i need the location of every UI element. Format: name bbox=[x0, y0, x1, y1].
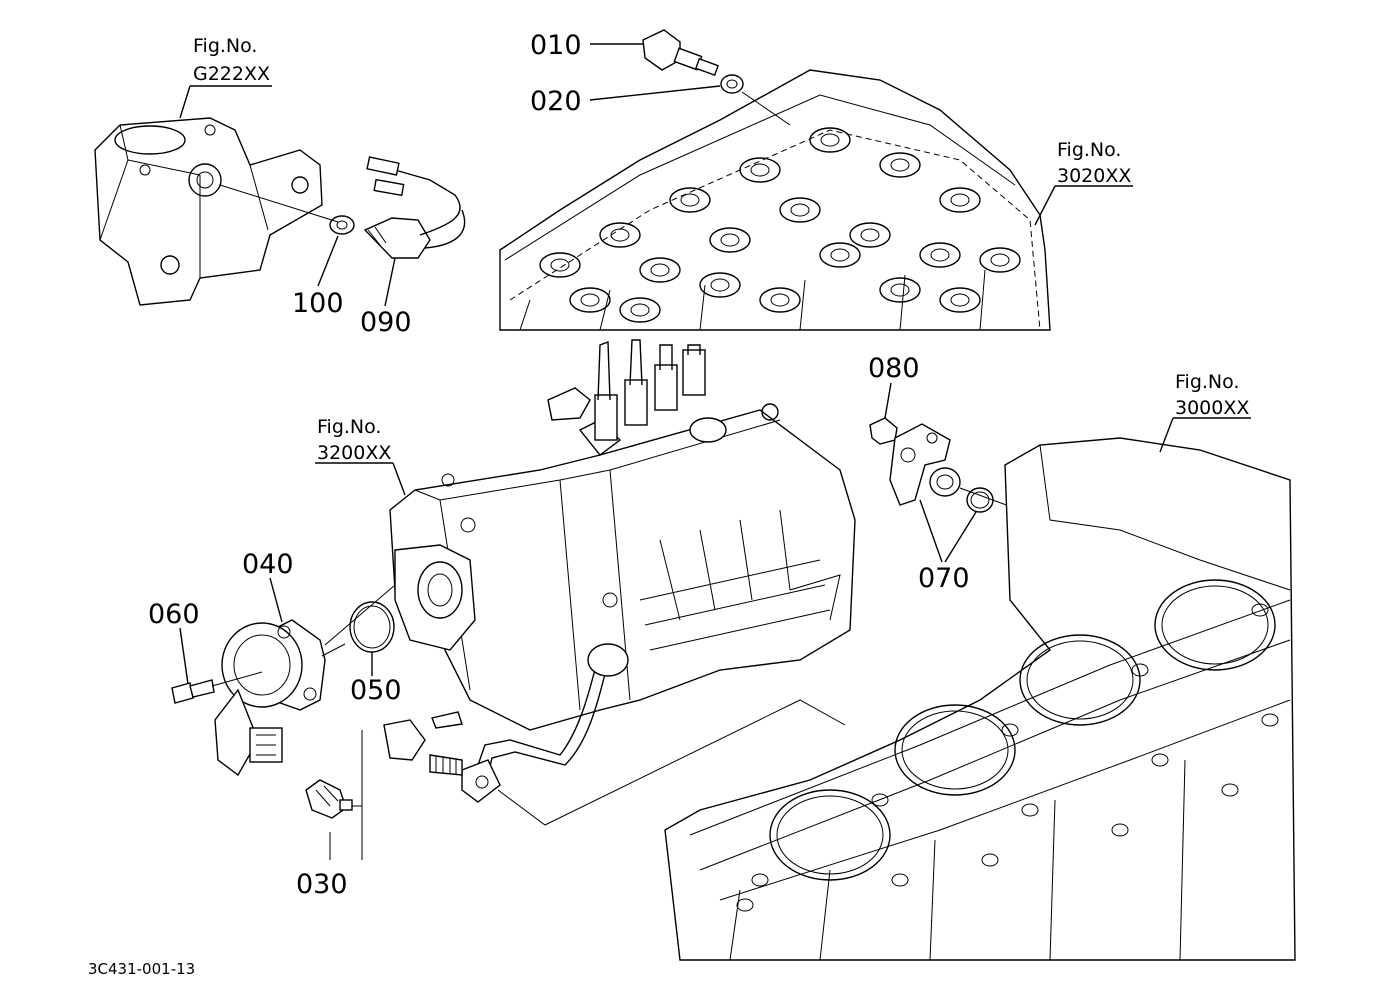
washer-100-shape bbox=[329, 215, 355, 235]
cylinder-head bbox=[499, 69, 1051, 331]
casting-detail bbox=[1111, 823, 1129, 837]
part-number-050: 050 bbox=[350, 675, 402, 706]
casting-detail bbox=[1026, 640, 1134, 720]
casting-detail bbox=[871, 793, 889, 807]
casting-detail bbox=[709, 227, 751, 253]
casting-detail bbox=[610, 228, 630, 242]
washer-020-shape bbox=[720, 74, 744, 94]
casting-detail bbox=[939, 187, 981, 213]
casting-detail bbox=[939, 287, 981, 313]
casting-detail bbox=[630, 303, 650, 317]
part-number-010: 010 bbox=[530, 30, 582, 61]
casting-detail bbox=[1221, 783, 1239, 797]
part-number-060: 060 bbox=[148, 599, 200, 630]
casting-detail bbox=[769, 789, 891, 881]
casting-detail bbox=[820, 133, 840, 147]
casting-detail bbox=[981, 853, 999, 867]
casting-detail bbox=[669, 187, 711, 213]
fig-3200-code: 3200XX bbox=[317, 442, 391, 464]
part-number-100: 100 bbox=[292, 288, 344, 319]
fig-3000-label: Fig.No. bbox=[1175, 371, 1239, 393]
casting-detail bbox=[710, 278, 730, 292]
casting-detail bbox=[879, 152, 921, 178]
fig-3200-label: Fig.No. bbox=[317, 416, 381, 438]
casting-detail bbox=[1019, 634, 1141, 726]
casting-detail bbox=[580, 293, 600, 307]
part-number-080: 080 bbox=[868, 353, 920, 384]
casting-detail bbox=[890, 158, 910, 172]
casting-detail bbox=[1154, 579, 1276, 671]
part-number-020: 020 bbox=[530, 86, 582, 117]
casting-detail bbox=[699, 272, 741, 298]
casting-detail bbox=[879, 277, 921, 303]
casting-detail bbox=[599, 222, 641, 248]
casting-detail bbox=[830, 248, 850, 262]
casting-detail bbox=[979, 247, 1021, 273]
casting-detail bbox=[1161, 585, 1269, 665]
bolt-060-shape bbox=[171, 679, 215, 704]
casting-detail bbox=[1001, 723, 1019, 737]
sensor-010-shape bbox=[642, 29, 720, 77]
switch-090-shape bbox=[363, 156, 466, 259]
casting-detail bbox=[1021, 803, 1039, 817]
casting-detail bbox=[1251, 603, 1269, 617]
solenoid-040-shape bbox=[214, 619, 346, 777]
casting-detail bbox=[720, 233, 740, 247]
bracket-assembly bbox=[94, 117, 323, 306]
part-number-030: 030 bbox=[296, 869, 348, 900]
part-number-070: 070 bbox=[918, 563, 970, 594]
casting-detail bbox=[750, 163, 770, 177]
casting-detail bbox=[1151, 753, 1169, 767]
injection-pump bbox=[383, 339, 856, 803]
casting-detail bbox=[819, 242, 861, 268]
casting-detail bbox=[650, 263, 670, 277]
casting-detail bbox=[860, 228, 880, 242]
casting-detail bbox=[990, 253, 1010, 267]
part-number-040: 040 bbox=[242, 549, 294, 580]
fig-g222-code: G222XX bbox=[193, 63, 270, 85]
casting-detail bbox=[950, 293, 970, 307]
casting-detail bbox=[930, 248, 950, 262]
casting-detail bbox=[639, 257, 681, 283]
sensor-070-shape bbox=[889, 423, 961, 506]
casting-detail bbox=[891, 873, 909, 887]
part-number-090: 090 bbox=[360, 307, 412, 338]
bolt-080-shape bbox=[869, 417, 898, 445]
casting-detail bbox=[1261, 713, 1279, 727]
casting-detail bbox=[809, 127, 851, 153]
casting-detail bbox=[619, 297, 661, 323]
casting-detail bbox=[680, 193, 700, 207]
casting-detail bbox=[739, 157, 781, 183]
casting-detail bbox=[849, 222, 891, 248]
fig-3020-code: 3020XX bbox=[1057, 165, 1131, 187]
casting-detail bbox=[790, 203, 810, 217]
casting-detail bbox=[770, 293, 790, 307]
fig-g222-label: Fig.No. bbox=[193, 35, 257, 57]
drawing-code: 3C431-001-13 bbox=[88, 960, 195, 978]
casting-detail bbox=[779, 197, 821, 223]
casting-detail bbox=[550, 258, 570, 272]
fig-3000-code: 3000XX bbox=[1175, 397, 1249, 419]
casting-detail bbox=[751, 873, 769, 887]
casting-detail bbox=[736, 898, 754, 912]
switch-030-shape bbox=[305, 779, 353, 819]
casting-detail bbox=[919, 242, 961, 268]
crankcase bbox=[664, 437, 1296, 961]
casting-detail bbox=[759, 287, 801, 313]
casting-detail bbox=[901, 710, 1009, 790]
fig-3020-label: Fig.No. bbox=[1057, 139, 1121, 161]
casting-detail bbox=[539, 252, 581, 278]
casting-detail bbox=[890, 283, 910, 297]
casting-detail bbox=[894, 704, 1016, 796]
casting-detail bbox=[1131, 663, 1149, 677]
oring-050-shape bbox=[349, 601, 395, 653]
casting-detail bbox=[569, 287, 611, 313]
casting-detail bbox=[950, 193, 970, 207]
